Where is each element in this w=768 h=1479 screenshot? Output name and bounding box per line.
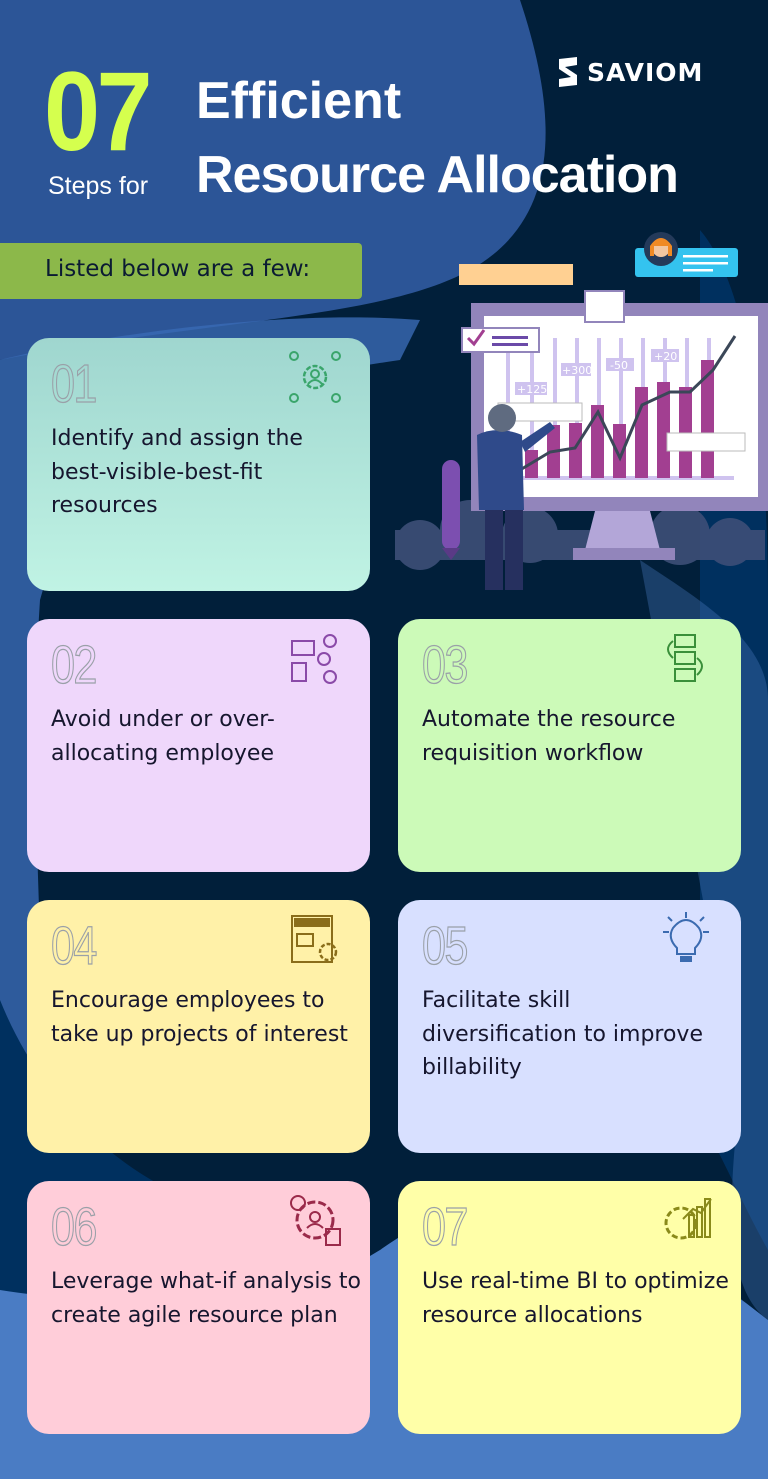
step-number: 05 — [421, 915, 469, 976]
cycle-analysis-icon — [290, 1195, 341, 1246]
gear-chart-icon — [664, 1198, 712, 1240]
step-number: 02 — [50, 634, 98, 695]
project-icon — [291, 915, 338, 963]
steps-label: Steps for — [48, 172, 149, 200]
step-text: Encourage employees to take up projects … — [51, 988, 348, 1047]
chart-label-2: +300 — [562, 364, 592, 377]
lightbulb-puzzle-icon — [663, 912, 709, 962]
workflow-icon — [667, 634, 703, 682]
step-number: 04 — [50, 915, 98, 976]
monitor-chart-illustration: +125 +300 -50 +20 — [395, 232, 768, 590]
step-number: 06 — [50, 1196, 98, 1257]
chart-label-4: +20 — [654, 350, 677, 363]
step-text: Automate the resource requisition workfl… — [422, 707, 676, 766]
step-text: Use real-time BI to optimize resource al… — [422, 1269, 729, 1328]
title-line-2: Resource Allocation — [196, 146, 679, 204]
step-number: 03 — [421, 634, 469, 695]
saviom-s-icon — [559, 57, 577, 87]
intro-banner: Listed below are a few: — [0, 243, 362, 299]
allocation-users-icon — [291, 634, 337, 684]
step-text: Leverage what-if analysis to create agil… — [51, 1269, 361, 1328]
step-number: 07 — [421, 1196, 469, 1257]
step-number: 01 — [50, 353, 98, 414]
step-text: Avoid under or over-allocating employee — [51, 707, 275, 766]
step-text: Facilitate skill diversification to impr… — [422, 988, 703, 1080]
gear-network-user-icon — [289, 351, 341, 403]
chart-label-3: -50 — [610, 359, 628, 372]
title-line-1: Efficient — [196, 72, 402, 130]
banner-text: Listed below are a few: — [45, 256, 311, 282]
step-text: Identify and assign the best-visible-bes… — [51, 426, 303, 518]
steps-count: 07 — [44, 49, 153, 174]
logo-text: SAVIOM — [587, 57, 704, 87]
chart-label-1: +125 — [517, 383, 547, 396]
saviom-logo: SAVIOM — [557, 57, 703, 87]
